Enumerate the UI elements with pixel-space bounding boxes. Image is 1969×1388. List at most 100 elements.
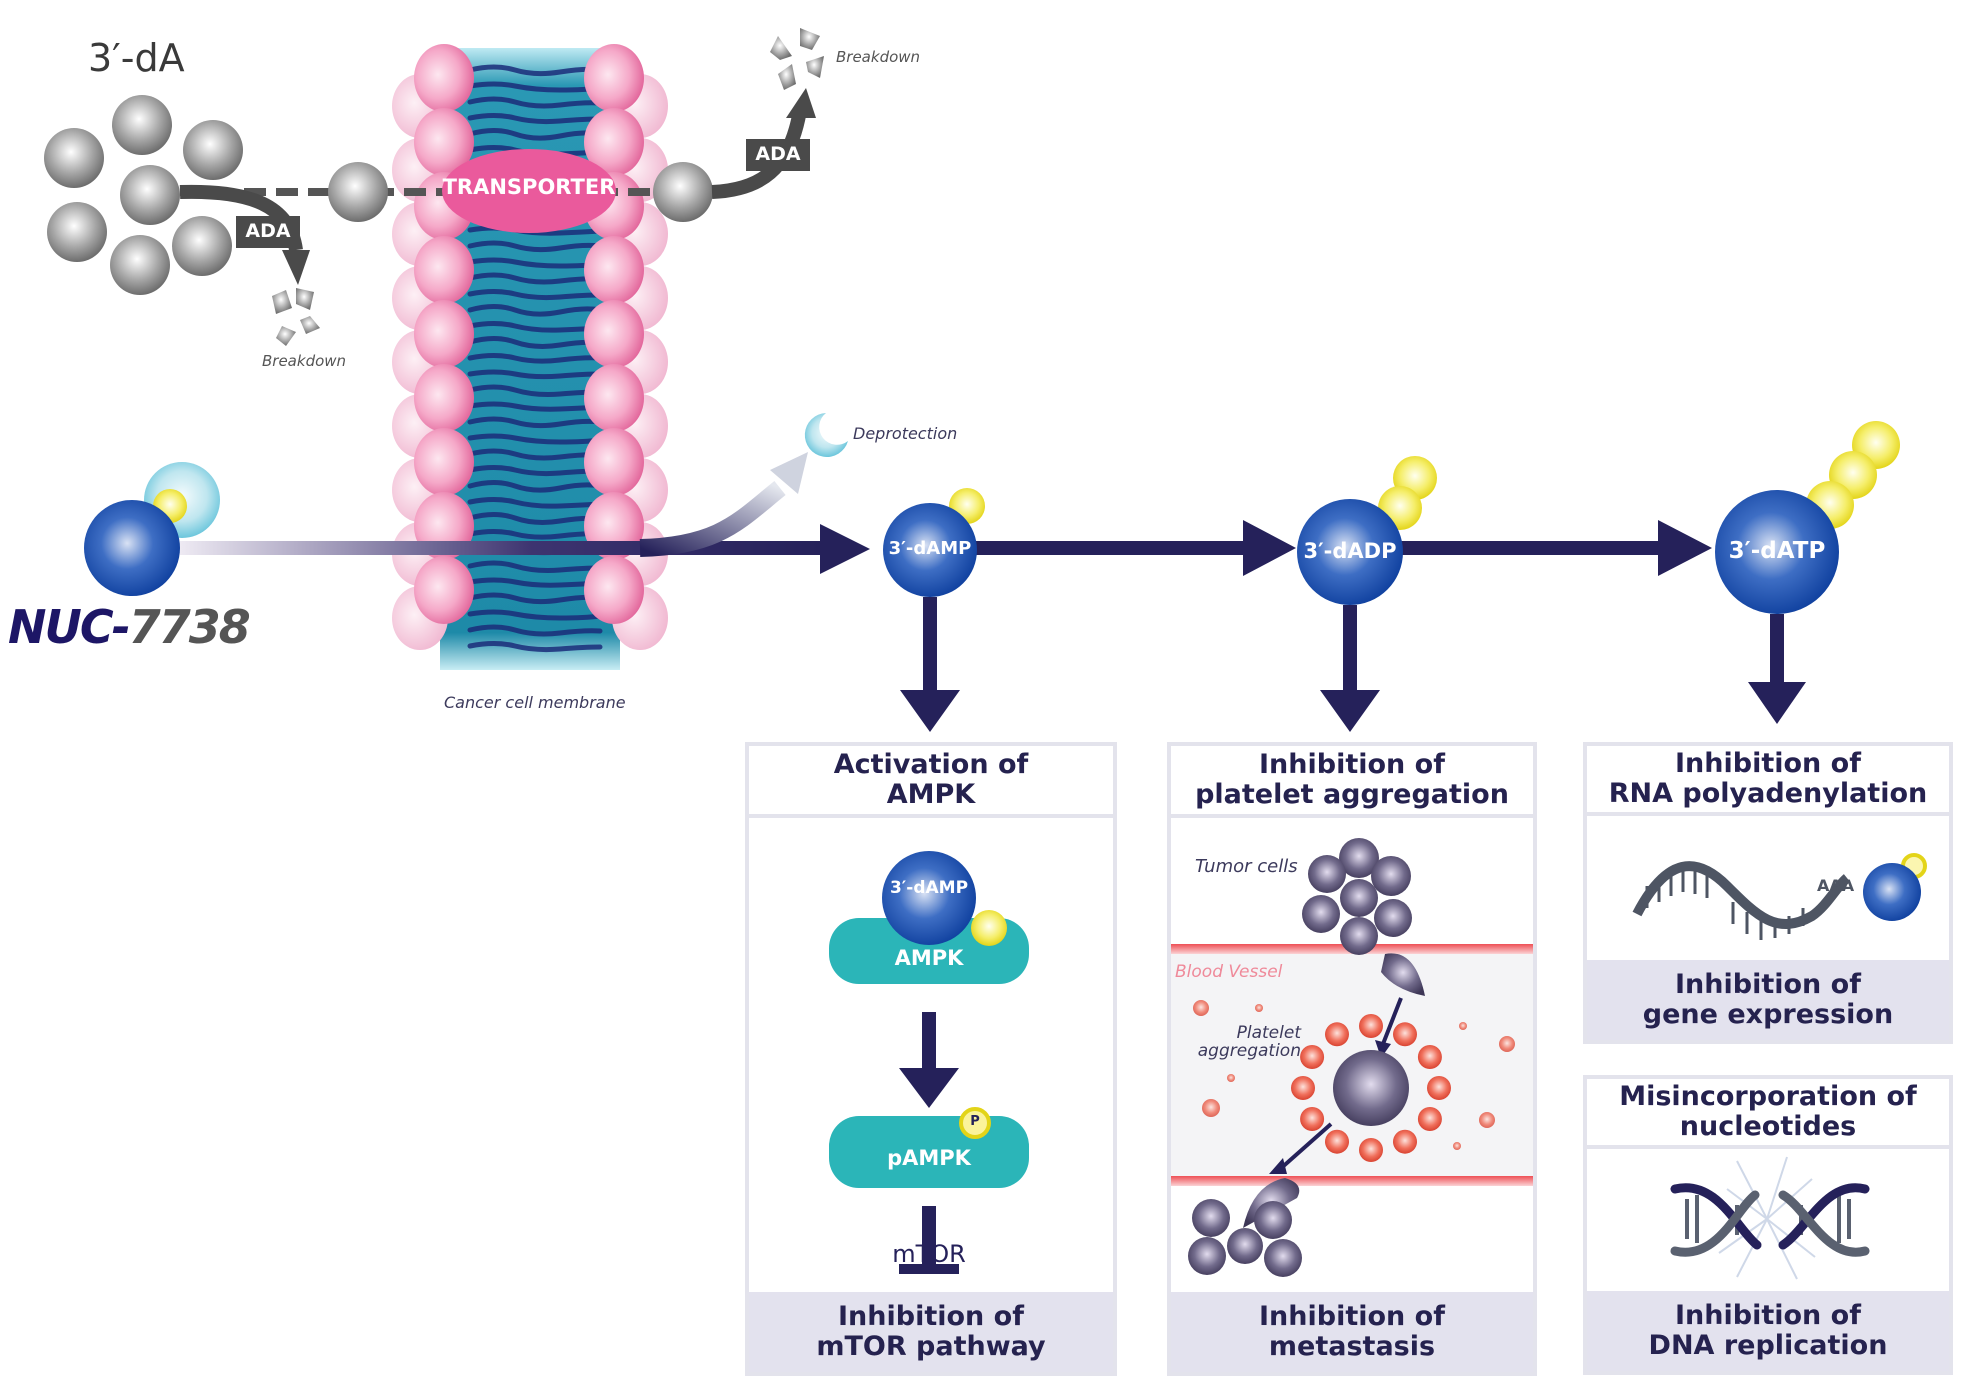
lipid-tail (467, 353, 603, 364)
arrow-damp-to-dadp-head (1243, 520, 1296, 576)
platelet (1393, 1022, 1417, 1047)
phospholipid-head (584, 108, 644, 176)
inhibition-bar (899, 1264, 959, 1274)
phospholipid-head (584, 44, 644, 112)
membrane-caption: Cancer cell membrane (444, 693, 626, 712)
3dadp-molecule (1297, 499, 1403, 605)
3da-molecule (172, 216, 232, 276)
lipid-tail (467, 609, 603, 621)
activation-arrow-head (899, 1068, 959, 1108)
lipid-tail (467, 592, 603, 605)
dna-strand-gray (1778, 1190, 1870, 1257)
down-arrow-dadp-head (1320, 690, 1380, 732)
phospholipid-head (414, 44, 474, 112)
platelet (1255, 1004, 1263, 1012)
phospholipid-head (414, 428, 474, 496)
3da-molecule (183, 120, 243, 180)
lipid-tail (467, 272, 603, 285)
lipid-tail (467, 401, 603, 412)
breakdown-fragments-right-icon (770, 28, 824, 90)
lipid-tail (467, 497, 603, 509)
vessel-wall-bottom (1171, 1176, 1533, 1186)
platelet (1427, 1076, 1451, 1100)
footer-line: gene expression (1642, 999, 1894, 1030)
heading-line: Misincorporation of (1619, 1081, 1917, 1112)
3da-molecule-inside (653, 162, 713, 222)
3da-molecule-entering (328, 162, 388, 222)
arrow-to-aggregate (1381, 997, 1403, 1045)
lipid-tail (467, 304, 603, 317)
phospho-badge-label: P (970, 1114, 980, 1129)
deprotection-arrowhead (770, 452, 808, 494)
phospholipid-head (414, 300, 474, 368)
dna-strand-gray (1670, 1190, 1760, 1257)
phospholipid-head (414, 556, 474, 624)
inhibition-line (922, 1206, 936, 1266)
lipid-tail (467, 624, 603, 637)
platelet (1202, 1099, 1220, 1117)
ada-left-badge (236, 216, 300, 248)
tumor-cells-cluster (1302, 838, 1412, 955)
rna-strand (1632, 861, 1851, 930)
platelet (1417, 1107, 1442, 1131)
ada-right-arrowhead (786, 88, 816, 118)
platelet (1479, 1112, 1495, 1128)
ada-right-badge (746, 139, 810, 171)
nuc-7738-label: NUC-7738 (8, 600, 251, 654)
ada-right-label: ADA (755, 143, 801, 165)
heading-line: platelet aggregation (1195, 779, 1509, 810)
main-arrowhead (820, 524, 870, 574)
lipid-tail (467, 577, 603, 588)
3da-title: 3′-dA (88, 36, 185, 80)
3da-molecule-cluster (44, 95, 243, 295)
poly-a-tail-label: AAA (1817, 876, 1855, 895)
lipid-tail (467, 128, 603, 141)
down-arrow-datp-head (1748, 682, 1806, 724)
lipid-tail (467, 433, 603, 445)
deprotection-label: Deprotection (853, 424, 958, 443)
phospholipid-head (584, 236, 644, 304)
lipid-tail (467, 240, 603, 253)
lipid-tail (467, 480, 603, 493)
lipid-tail (467, 529, 603, 540)
platelet (1393, 1129, 1417, 1154)
footer-line: Inhibition of (1675, 969, 1861, 1000)
breakdown-left-label: Breakdown (262, 352, 347, 370)
3damp-label: 3′-dAMP (888, 538, 972, 559)
heading-line: Inhibition of (1259, 749, 1445, 780)
platelet (1325, 1129, 1349, 1154)
deprotection-arrow (639, 480, 786, 557)
platelet (1227, 1074, 1235, 1082)
platelet (1300, 1107, 1325, 1131)
lipid-tail (467, 641, 603, 653)
arrow-damp-to-dadp-shaft (975, 541, 1253, 555)
lipid-tail (467, 512, 603, 525)
platelet (1193, 1000, 1209, 1016)
free-platelets (1193, 1000, 1515, 1150)
heading-line: Activation of (833, 749, 1029, 780)
dna-strand-navy (1778, 1183, 1870, 1250)
lipid-tail (467, 96, 603, 109)
platelet (1291, 1076, 1315, 1100)
down-arrow-dadp-shaft (1343, 605, 1357, 693)
protecting-group-released-icon (804, 413, 848, 457)
platelet (1453, 1142, 1461, 1150)
cancer-cell-membrane (392, 44, 668, 670)
metastatic-cells-cluster (1188, 1199, 1302, 1277)
lipid-tail (467, 560, 603, 573)
phospho-badge-icon (959, 1107, 991, 1139)
platelet-ring (1291, 1014, 1451, 1162)
migrating-tumor-cell (1381, 953, 1425, 996)
activation-arrow-shaft (922, 1012, 936, 1072)
label-line: aggregation (1197, 1041, 1301, 1061)
3da-molecule (110, 235, 170, 295)
ampk-illustration (829, 851, 1029, 1274)
lipid-tail (467, 465, 603, 477)
